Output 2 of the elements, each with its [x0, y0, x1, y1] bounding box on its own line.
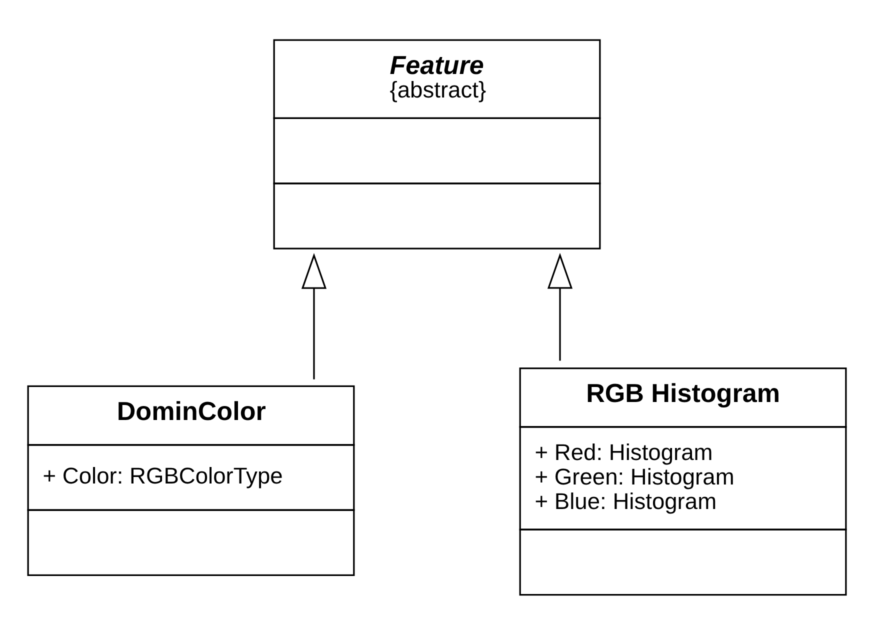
arrow	[301, 253, 327, 380]
arrow	[547, 252, 573, 361]
